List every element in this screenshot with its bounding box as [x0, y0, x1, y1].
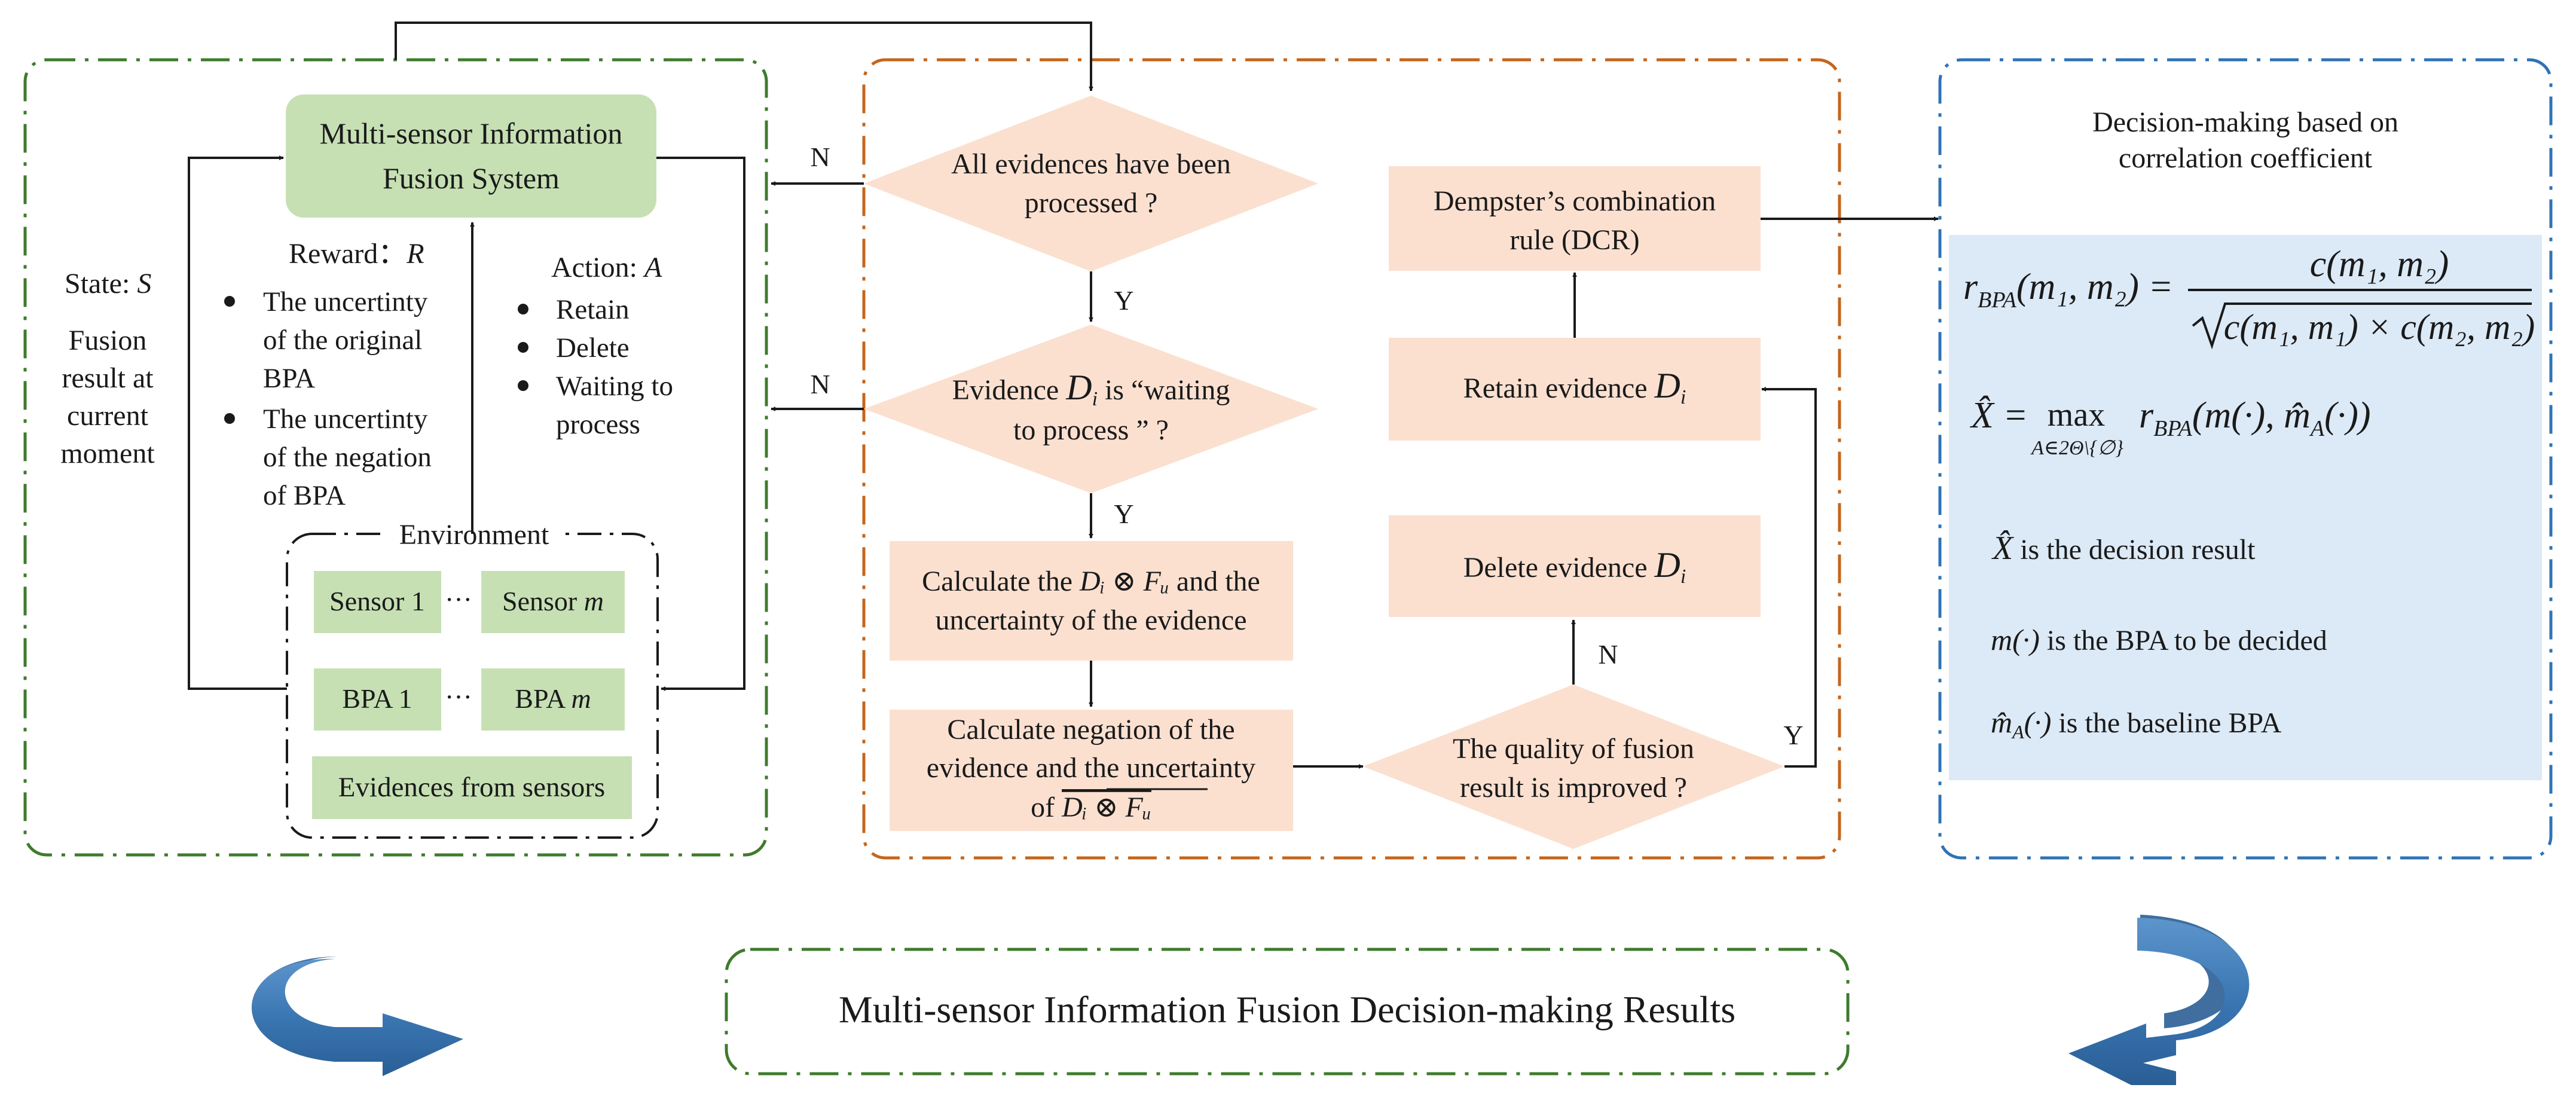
- sensor-1-label: Sensor 1: [329, 586, 425, 616]
- note-bpa-decided: m(·) is the BPA to be decided: [1991, 623, 2327, 656]
- y-label-1: Y: [1114, 285, 1133, 316]
- reward-2-line2: of the negation: [263, 442, 432, 473]
- state-desc-4: moment: [60, 438, 155, 469]
- reward-1-line3: BPA: [263, 363, 315, 394]
- state-label: State: S: [65, 268, 151, 300]
- sensor-dots: ···: [445, 584, 472, 615]
- state-desc-1: Fusion: [69, 325, 147, 356]
- environment-frame: [286, 533, 659, 839]
- n-label-2: N: [810, 369, 830, 399]
- state-desc-3: current: [67, 400, 149, 432]
- n-label-1: N: [810, 142, 830, 172]
- delete-evidence-label: Delete evidence Di: [1463, 545, 1686, 588]
- environment-title: Environment: [399, 519, 549, 551]
- calc-negation-box: [890, 710, 1293, 831]
- action-bullet-1: [518, 304, 528, 314]
- dcr-box: [1389, 166, 1761, 271]
- n-label-3: N: [1598, 639, 1618, 670]
- dcr-line2: rule (DCR): [1509, 224, 1639, 256]
- action-bullet-2: [518, 342, 528, 353]
- action-label: Action: A: [551, 252, 662, 283]
- bpa-m-box: [481, 668, 625, 731]
- sensor-m-box: [481, 571, 625, 633]
- diamond-quality-line2: result is improved ?: [1460, 772, 1687, 803]
- calc-negation-line1: Calculate negation of the: [947, 714, 1234, 746]
- right-panel-frame: [1938, 58, 2553, 860]
- fusion-system-box: [286, 94, 656, 218]
- diamond-all-processed-line2: processed ?: [1025, 187, 1158, 219]
- formula1-denominator: c(m₁, m₁) × c(m₂, m₂): [2224, 307, 2535, 347]
- decision-title-line1: Decision-making based on: [2092, 106, 2398, 138]
- evidences-box: [312, 756, 632, 819]
- diamond-waiting-line2: to process ” ?: [1013, 414, 1169, 446]
- calc-uncertainty-line2: uncertainty of the evidence: [935, 604, 1246, 636]
- fusion-system-line1: Multi-sensor Information: [320, 117, 623, 150]
- bpa-dots: ···: [445, 682, 472, 712]
- left-cycle-arrow-icon: [252, 957, 463, 1076]
- dcr-line1: Dempster’s combination: [1434, 185, 1716, 217]
- action-bullet-3: [518, 380, 528, 391]
- reward-1-line1: The uncertinty: [263, 286, 428, 317]
- reward-1-line2: of the original: [263, 325, 422, 356]
- retain-evidence-label: Retain evidence Di: [1463, 366, 1686, 408]
- note-decision-result: X̂ is the decision result: [1991, 530, 2256, 567]
- decision-title-line2: correlation coefficient: [2119, 142, 2373, 174]
- reward-bullet-2: [224, 413, 235, 424]
- sensor-m-label: Sensor m: [502, 586, 604, 616]
- action-3-line2: process: [556, 409, 640, 440]
- formula2-max-sub: A∈2Θ\{∅}: [2030, 437, 2123, 459]
- diamond-waiting: [864, 325, 1318, 493]
- bpa-m-label: BPA m: [515, 683, 591, 714]
- sensor-1-box: [314, 571, 441, 633]
- fusion-system-line2: Fusion System: [383, 161, 560, 195]
- reward-label: Reward：R: [289, 238, 424, 270]
- bpa-1-label: BPA 1: [342, 683, 412, 714]
- reward-bullet-1: [224, 296, 235, 307]
- retain-evidence-box: [1389, 338, 1761, 441]
- y-label-2: Y: [1114, 499, 1133, 529]
- action-1: Retain: [556, 294, 630, 325]
- formula1-sqrt-sign: [2192, 303, 2532, 350]
- diamond-quality: [1363, 685, 1784, 849]
- diamond-all-processed-line1: All evidences have been: [951, 148, 1231, 180]
- calc-negation-line3: of Dᵢ ⊗ Fᵤ: [1031, 792, 1151, 823]
- formula1-numerator: c(m₁, m₂): [2310, 244, 2449, 285]
- formula2-max: max: [2048, 396, 2105, 433]
- calc-negation-line2: evidence and the uncertainty: [927, 752, 1255, 784]
- arrow-y-to-retain: [1761, 387, 1817, 768]
- diamond-quality-line1: The quality of fusion: [1453, 733, 1694, 765]
- formula2-rhs: rBPA(m(·), m̂A(·)): [2139, 395, 2371, 441]
- action-3-line1: Waiting to: [556, 371, 673, 402]
- middle-panel-frame: [862, 58, 1841, 860]
- top-connector-arrow: [395, 22, 1093, 91]
- calc-uncertainty-box: [890, 541, 1293, 661]
- diamond-all-processed: [864, 96, 1318, 271]
- bpa-1-box: [314, 668, 441, 731]
- action-loop-arrow: [656, 157, 745, 691]
- reward-2-line1: The uncertinty: [263, 404, 428, 435]
- evidences-label: Evidences from sensors: [338, 772, 605, 803]
- state-loop-arrow: [188, 155, 287, 690]
- calc-uncertainty-line1: Calculate the Dᵢ ⊗ Fᵤ and the: [922, 566, 1260, 597]
- action-2: Delete: [556, 332, 630, 363]
- result-box: [725, 948, 1850, 1076]
- formula1-lhs: rBPA(m₁, m₂) =: [1963, 267, 2173, 313]
- y-label-3: Y: [1783, 720, 1803, 750]
- state-desc-2: result at: [62, 362, 154, 394]
- note-baseline-bpa: m̂A(·) is the baseline BPA: [1991, 705, 2282, 743]
- right-cycle-arrow-icon: [2068, 915, 2250, 1085]
- delete-evidence-box: [1389, 515, 1761, 617]
- diamond-waiting-line1: Evidence Di is “waiting: [952, 368, 1230, 410]
- reward-2-line3: of BPA: [263, 480, 346, 511]
- formula-panel: [1949, 235, 2542, 780]
- formula2-lhs: X̂ =: [1969, 395, 2028, 436]
- result-label: Multi-sensor Information Fusion Decision…: [839, 988, 1735, 1031]
